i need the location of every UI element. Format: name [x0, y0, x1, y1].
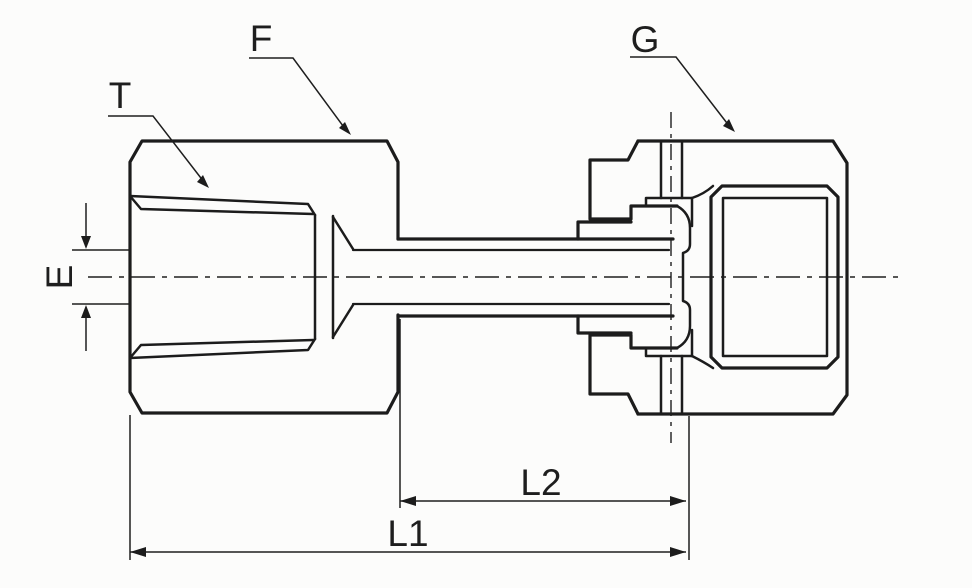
- dimension-e: E: [39, 203, 91, 351]
- e-arrow-lower: [81, 305, 91, 318]
- hex-body: [128, 139, 400, 415]
- e-arrow-upper: [81, 236, 91, 249]
- thread-socket: [709, 184, 840, 370]
- stem: [396, 220, 675, 335]
- l2-arrow-left: [400, 496, 416, 506]
- taper-thread: [128, 194, 355, 360]
- callout-f: F: [249, 18, 351, 135]
- nut-collar-top: [588, 139, 679, 221]
- ferrule-nose: [675, 184, 715, 370]
- dimension-l2: L2: [399, 319, 690, 560]
- label-taper-thread-t: T: [109, 75, 132, 116]
- l1-arrow-right: [670, 547, 686, 557]
- l2-arrow-right: [670, 496, 686, 506]
- swivel-nut: [588, 112, 849, 443]
- dimension-l1: L1: [129, 415, 686, 560]
- back-ring: [576, 220, 633, 241]
- g-leader-arrow: [723, 119, 735, 132]
- callout-t: T: [108, 75, 209, 188]
- cross-hole: [659, 112, 684, 443]
- f-leader-arrow: [339, 122, 351, 135]
- bore-lines: [72, 248, 671, 306]
- label-nut-g: G: [631, 19, 660, 60]
- label-body-f: F: [250, 18, 273, 59]
- t-leader-arrow: [197, 175, 209, 188]
- callout-g: G: [630, 19, 735, 132]
- l1-arrow-left: [130, 547, 146, 557]
- back-ring-lower: [576, 314, 633, 335]
- label-length-l2: L2: [520, 462, 561, 503]
- nut-interior-bottom: [644, 346, 694, 358]
- hex-body-outline: [128, 139, 400, 415]
- label-bore-e: E: [39, 265, 80, 290]
- nut-interior-top: [644, 196, 694, 208]
- label-length-l1: L1: [387, 513, 428, 554]
- nut-collar-bottom: [588, 333, 679, 416]
- nut-outline: [636, 139, 849, 416]
